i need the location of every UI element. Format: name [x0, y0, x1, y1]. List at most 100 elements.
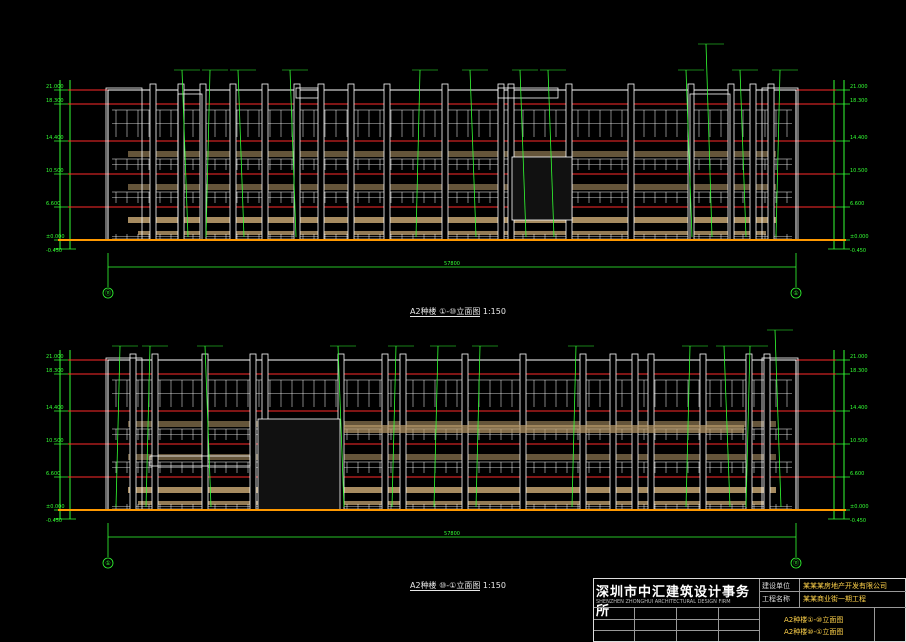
canopy-band — [344, 425, 744, 433]
sheet-item-2: A2种楼⑩-①立面图 — [784, 628, 844, 636]
overall-dimension-label: 57800 — [444, 531, 460, 537]
leader-line — [337, 345, 345, 508]
leader-line — [391, 345, 397, 508]
axis-label: ① — [105, 560, 110, 567]
leader-line — [181, 69, 189, 238]
leader-line — [204, 345, 212, 508]
pilaster — [317, 83, 325, 241]
level-label-left: ±0.000 — [46, 504, 65, 510]
leader-line — [205, 69, 211, 238]
title-block-divider — [874, 607, 875, 641]
feature-glazing — [257, 418, 341, 511]
leader-line — [739, 69, 747, 238]
axis-label: ⑪ — [793, 559, 799, 567]
leader-line — [723, 345, 731, 508]
level-label-left: 18.300 — [46, 368, 64, 374]
leader-line — [519, 69, 527, 238]
title-block-divider — [759, 591, 906, 592]
floor-slab-band — [138, 501, 766, 505]
pilaster — [261, 83, 269, 241]
title-block-divider — [676, 607, 677, 641]
level-label-right: -0.450 — [850, 518, 866, 524]
floor-slab-band — [128, 217, 776, 223]
level-label-left: ±0.000 — [46, 234, 65, 240]
leader-line — [571, 345, 577, 508]
project-value: 某某商业街一期工程 — [803, 595, 866, 603]
pilaster — [497, 83, 505, 241]
elevation-bottom-caption: A2种楼 ⑩-①立面图 1:150 — [410, 580, 506, 591]
client-value: 某某某房地产开发有限公司 — [803, 582, 887, 590]
level-label-left: 18.300 — [46, 98, 64, 104]
pilaster — [383, 83, 391, 241]
pilaster — [441, 83, 449, 241]
floor-slab-band — [128, 487, 776, 493]
leader-line — [289, 69, 297, 238]
level-label-left: -0.450 — [46, 248, 62, 254]
leader-line — [745, 345, 751, 508]
level-label-left: 14.400 — [46, 135, 64, 141]
level-label-left: 10.500 — [46, 438, 64, 444]
floor-slab-band — [138, 231, 766, 235]
leader-line — [115, 345, 121, 508]
level-label-left: 21.000 — [46, 84, 64, 90]
leader-line — [433, 345, 439, 508]
level-label-right: 6.600 — [850, 201, 864, 207]
leader-line — [775, 69, 781, 238]
axis-bubble — [790, 287, 802, 299]
leader-line — [475, 345, 481, 508]
leader-line — [685, 345, 691, 508]
project-label: 工程名称 — [762, 595, 790, 603]
level-label-right: 21.000 — [850, 354, 868, 360]
pilaster — [767, 83, 775, 241]
pilaster — [199, 83, 207, 241]
axis-bubble — [102, 557, 114, 569]
level-label-right: 10.500 — [850, 438, 868, 444]
floor-slab-band — [128, 454, 776, 460]
pilaster — [249, 353, 257, 511]
pilaster — [149, 83, 157, 241]
pilaster — [727, 83, 735, 241]
title-block-divider — [799, 579, 800, 607]
title-block-divider — [634, 607, 635, 641]
elevation-top-caption: A2种楼 ①-⑩立面图 1:150 — [410, 306, 506, 317]
floor-slab-band — [128, 184, 776, 190]
level-label-right: ±0.000 — [850, 504, 869, 510]
level-label-right: 18.300 — [850, 368, 868, 374]
title-block: 深圳市中汇建筑设计事务所 SHENZHEN ZHONGHUI ARCHITECT… — [593, 578, 906, 642]
leader-line — [705, 43, 713, 238]
level-label-right: 21.000 — [850, 84, 868, 90]
pilaster — [201, 353, 209, 511]
pilaster — [763, 353, 771, 511]
firm-name-english: SHENZHEN ZHONGHUI ARCHITECTURAL DESIGN F… — [596, 599, 731, 605]
floor-slab-band — [128, 151, 776, 157]
title-block-divider — [759, 579, 760, 641]
pilaster — [627, 83, 635, 241]
leader-line — [469, 69, 477, 238]
elevation-top-scale: 1:150 — [482, 307, 506, 316]
roof-box — [295, 87, 319, 99]
pilaster — [151, 353, 159, 511]
leader-line — [547, 69, 555, 238]
leader-line — [685, 69, 693, 238]
axis-bubble — [790, 557, 802, 569]
client-label: 建设单位 — [762, 582, 790, 590]
elevation-bottom-title: A2种楼 ⑩-①立面图 — [410, 581, 481, 591]
level-label-left: 6.600 — [46, 471, 60, 477]
roof-box — [497, 87, 559, 99]
leader-line — [774, 329, 782, 508]
level-label-right: -0.450 — [850, 248, 866, 254]
pilaster — [749, 83, 757, 241]
level-label-right: ±0.000 — [850, 234, 869, 240]
title-block-divider — [759, 607, 906, 608]
axis-label: ⑪ — [105, 289, 111, 297]
sheet-item-1: A2种楼①-⑩立面图 — [784, 616, 844, 624]
level-label-left: 14.400 — [46, 405, 64, 411]
pilaster — [129, 353, 137, 511]
level-label-left: -0.450 — [46, 518, 62, 524]
title-block-divider — [718, 607, 719, 641]
pilaster — [229, 83, 237, 241]
leader-line — [237, 69, 245, 238]
